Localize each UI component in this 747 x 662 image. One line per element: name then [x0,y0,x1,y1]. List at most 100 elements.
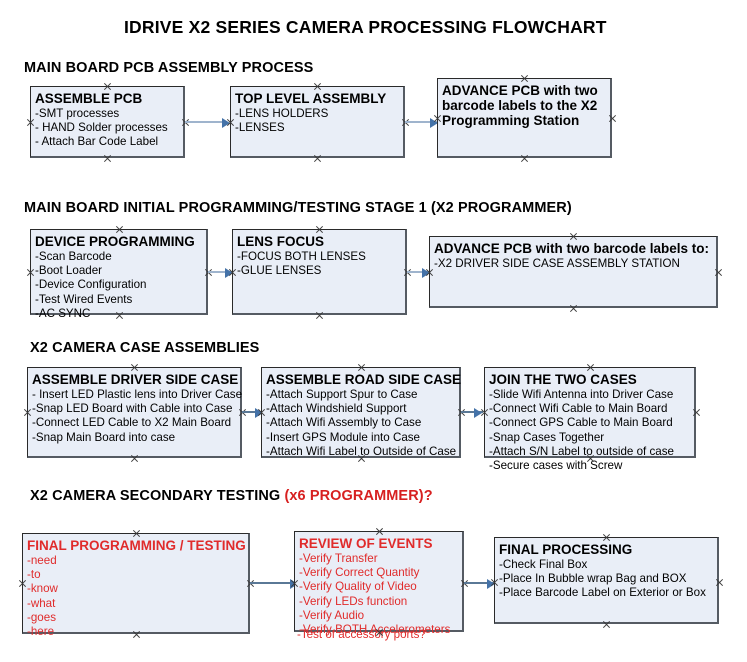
box-overflow-line: -Test of accessory ports? [297,628,426,641]
connection-handle-left[interactable] [490,578,499,587]
box-title: FINAL PROGRAMMING / TESTING [27,538,246,553]
connector-line [405,121,437,123]
flow-box-review-of-events[interactable]: REVIEW OF EVENTS -Verify Transfer -Verif… [294,531,464,636]
connection-handle-right[interactable] [692,408,701,417]
box-line: -Verify Correct Quantity [299,566,420,580]
connection-handle-right[interactable] [608,114,617,123]
box-line: -Verify Audio [299,608,365,622]
section-heading-4: X2 CAMERA SECONDARY TESTING (x6 PROGRAMM… [30,488,433,504]
flow-box-device-programming[interactable]: DEVICE PROGRAMMING -Scan Barcode -Boot L… [30,229,208,320]
box-line: -Attach Windshield Support [266,402,407,416]
flow-box-final-programming-testing[interactable]: FINAL PROGRAMMING / TESTING -need -to -k… [22,533,250,638]
box-line: -Check Final Box [499,558,588,571]
connection-handle-left[interactable] [26,268,35,277]
connection-handle-bottom[interactable] [602,620,611,629]
connection-handle-left[interactable] [18,579,27,588]
connector-line [185,121,227,123]
connection-handle-top[interactable] [586,363,595,372]
connection-handle-bottom[interactable] [130,454,139,463]
box-line: - HAND Solder processes [35,121,168,135]
connection-handle-top[interactable] [115,225,124,234]
connector-line [461,411,483,413]
connector-line [242,411,264,413]
box-line: -Boot Loader [35,264,103,278]
connection-handle-top[interactable] [602,533,611,542]
connection-handle-left[interactable] [480,408,489,417]
connection-handle-left[interactable] [433,114,442,123]
box-line: -Snap LED Board with Cable into Case [32,402,233,416]
connection-handle-left[interactable] [228,268,237,277]
connection-handle-left[interactable] [26,118,35,127]
connection-handle-bottom[interactable] [586,454,595,463]
connector-line [250,582,298,584]
connector-line [464,582,494,584]
box-title: ASSEMBLE PCB [35,91,143,106]
section-heading-4-main: X2 CAMERA SECONDARY TESTING [30,488,285,504]
connection-handle-top[interactable] [520,74,529,83]
connection-handle-left[interactable] [425,268,434,277]
connection-handle-bottom[interactable] [520,154,529,163]
box-line: -Place In Bubble wrap Bag and BOX [499,572,687,586]
box-line: -know [27,582,58,596]
box-line: -Connect Wifi Cable to Main Board [489,402,668,416]
connection-handle-top[interactable] [357,363,366,372]
connection-handle-left[interactable] [226,118,235,127]
connection-handle-bottom[interactable] [313,154,322,163]
connection-handle-bottom[interactable] [375,628,384,637]
box-line: -AC SYNC [35,306,91,320]
connector-line [407,271,429,273]
connection-handle-bottom[interactable] [115,311,124,320]
flow-box-assemble-road-side-case[interactable]: ASSEMBLE ROAD SIDE CASE -Attach Support … [261,367,461,458]
connection-handle-bottom[interactable] [132,630,141,639]
box-line: -LENS HOLDERS [235,107,329,120]
flow-box-top-level-assembly[interactable]: TOP LEVEL ASSEMBLY -LENS HOLDERS -LENSES [230,86,405,158]
connection-handle-right[interactable] [714,268,723,277]
box-title: ADVANCE PCB with two barcode labels to: [434,241,710,256]
box-line: -GLUE LENSES [237,264,322,278]
flow-box-advance-pcb-programming-station[interactable]: ADVANCE PCB with two barcode labels to t… [437,78,612,158]
box-line: - Insert LED Plastic lens into Driver Ca… [32,388,243,401]
connection-handle-top[interactable] [313,82,322,91]
connection-handle-bottom[interactable] [103,154,112,163]
connection-handle-left[interactable] [23,408,32,417]
box-line: -FOCUS BOTH LENSES [237,250,366,263]
box-line: -Connect GPS Cable to Main Board [489,416,673,430]
connection-handle-bottom[interactable] [569,304,578,313]
box-line: -LENSES [235,121,285,135]
connection-handle-left[interactable] [290,579,299,588]
connection-handle-top[interactable] [375,527,384,536]
box-title: ASSEMBLE DRIVER SIDE CASE [32,372,239,387]
box-title: ASSEMBLE ROAD SIDE CASE [266,372,462,387]
box-line: -Connect LED Cable to X2 Main Board [32,416,232,430]
section-heading-2: MAIN BOARD INITIAL PROGRAMMING/TESTING S… [24,200,572,216]
connection-handle-top[interactable] [132,529,141,538]
page-title: IDRIVE X2 SERIES CAMERA PROCESSING FLOWC… [124,17,607,37]
flow-box-assemble-pcb[interactable]: ASSEMBLE PCB -SMT processes - HAND Solde… [30,86,185,158]
connection-handle-bottom[interactable] [315,311,324,320]
connection-handle-top[interactable] [130,363,139,372]
flow-box-advance-pcb-driver-side[interactable]: ADVANCE PCB with two barcode labels to: … [429,236,718,308]
section-heading-3: X2 CAMERA CASE ASSEMBLIES [30,340,260,356]
box-line: -goes [27,610,57,624]
box-line: -Attach Wifi Label to Outside of Case [266,444,457,458]
flow-box-lens-focus[interactable]: LENS FOCUS -FOCUS BOTH LENSES -GLUE LENS… [232,229,407,315]
connection-handle-top[interactable] [315,225,324,234]
box-line: -SMT processes [35,107,120,120]
box-line: -Scan Barcode [35,250,112,263]
box-line: -Verify Quality of Video [299,580,417,594]
box-line: -X2 DRIVER SIDE CASE ASSEMBLY STATION [434,257,680,270]
box-title: ADVANCE PCB with two barcode labels to t… [442,83,598,128]
connection-handle-left[interactable] [257,408,266,417]
connection-handle-right[interactable] [715,578,724,587]
flow-box-final-processing[interactable]: FINAL PROCESSING -Check Final Box -Place… [494,537,719,624]
connection-handle-bottom[interactable] [357,454,366,463]
flow-box-assemble-driver-side-case[interactable]: ASSEMBLE DRIVER SIDE CASE - Insert LED P… [27,367,242,458]
connection-handle-top[interactable] [103,82,112,91]
box-title: LENS FOCUS [237,234,325,249]
box-line: -Verify Transfer [299,552,378,565]
connection-handle-top[interactable] [569,232,578,241]
box-line: -Test Wired Events [35,292,133,306]
flow-box-join-the-two-cases[interactable]: JOIN THE TWO CASES -Slide Wifi Antenna i… [484,367,696,472]
box-line: -Insert GPS Module into Case [266,430,421,444]
